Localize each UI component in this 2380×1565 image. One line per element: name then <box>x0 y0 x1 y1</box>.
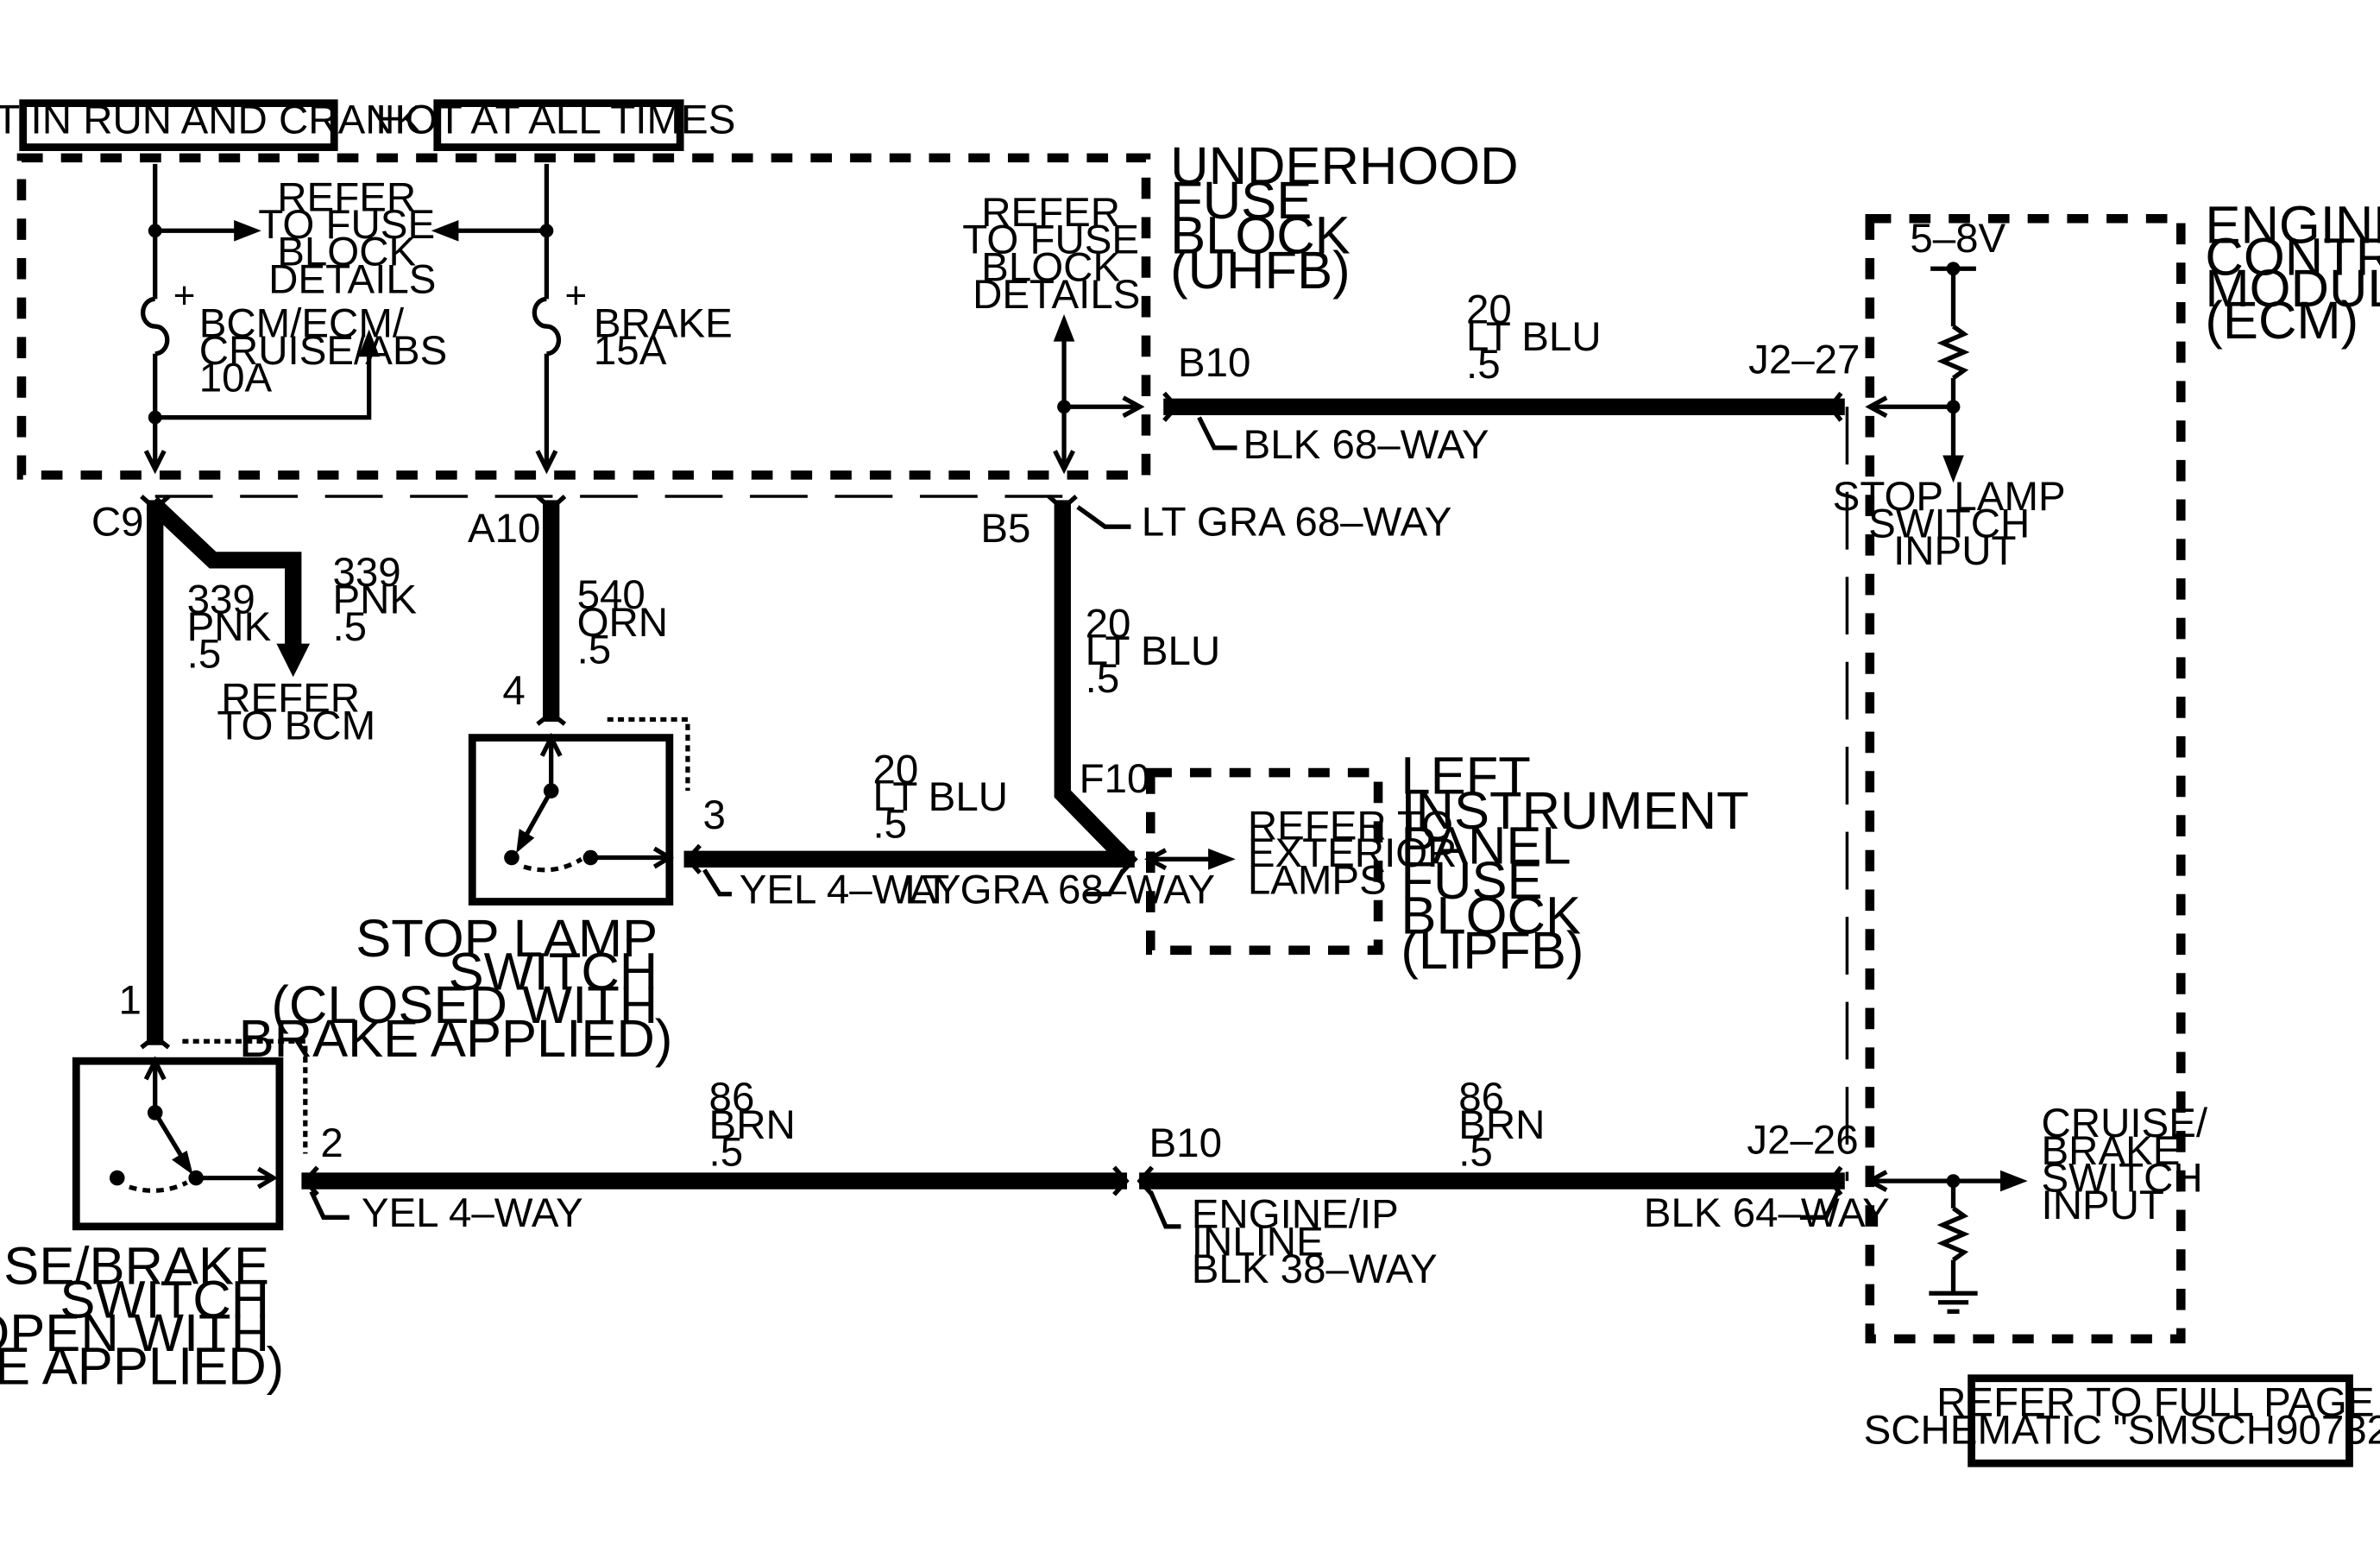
connector-icon <box>140 495 171 512</box>
arrow-left-icon <box>1865 395 1888 419</box>
resistor-icon <box>1936 1206 1970 1262</box>
cruise-input-label: CRUISE/ BRAKE SWITCH INPUT <box>2042 1101 2219 1228</box>
arrow-left-icon <box>431 219 459 242</box>
engine-ip-label: ENGINE/IP INLINE BLK 38–WAY <box>1192 1192 1438 1292</box>
svg-text:+: + <box>173 275 196 317</box>
ecm-internal-top <box>1865 262 1976 483</box>
arrow-right-icon <box>1122 395 1145 419</box>
schematic-reference-label: REFER TO FULL PAGE SCHEMATIC "SMSCH90732… <box>1864 1380 2380 1454</box>
wire-20-mid-label: 20 LT BLU .5 <box>872 747 1019 847</box>
fuse-circuit-left: + <box>141 163 380 475</box>
arrow-left-icon <box>1865 1170 1888 1192</box>
stop-lamp-switch-label: STOP LAMP SWITCH (CLOSED WITH BRAKE APPL… <box>239 909 673 1069</box>
hot-all-times-label: HOT AT ALL TIMES <box>376 98 736 143</box>
refer-fuse-left: REFER TO FUSE BLOCK DETAILS <box>258 174 446 302</box>
schematic-reference-box: REFER TO FULL PAGE SCHEMATIC "SMSCH90732… <box>1864 1374 2380 1467</box>
connector-icon <box>1112 1165 1130 1196</box>
arrow-down-icon <box>1053 450 1075 475</box>
connector-icon <box>536 495 567 512</box>
b10-bottom-label: B10 <box>1149 1120 1222 1166</box>
connector-icon <box>1827 1165 1843 1196</box>
connector-female-icon <box>1827 391 1843 422</box>
hot-run-crank-label: HOT IN RUN AND CRANK <box>0 98 423 143</box>
uhfb-box <box>16 153 1151 480</box>
yel4-top-label: YEL 4–WAY <box>740 867 961 912</box>
fuse-circuit-middle: + <box>431 163 588 475</box>
connector-icon <box>1047 495 1078 512</box>
blk64-label: BLK 64–WAY <box>1644 1190 1890 1236</box>
wire-339-label-a: 339 PNK .5 <box>187 577 283 677</box>
a10-label: A10 <box>468 506 540 552</box>
fuse-circuit-right <box>1053 314 1145 475</box>
fuse-bcm-label: BCM/ECM/ CRUISE/ABS 10A <box>199 300 459 401</box>
pin1-label: 1 <box>119 978 142 1024</box>
arrow-down-icon <box>143 450 167 475</box>
pin3-label: 3 <box>703 792 726 838</box>
lipfb-refer-label: REFER TO EXTERIOR LAMPS <box>1248 803 1469 903</box>
blk68-label: BLK 68–WAY <box>1244 422 1489 468</box>
c9-label: C9 <box>91 500 144 546</box>
arrow-right-icon <box>2000 1170 2028 1192</box>
arrow-down-icon <box>276 643 311 678</box>
ecm-title: ENGINE CONTROL MODULE (ECM) <box>2205 195 2380 350</box>
fuse-icon <box>532 296 562 357</box>
cruise-brake-switch-label: CRUISE/BRAKE SWITCH (OPEN WITH BRAKE APP… <box>0 1237 284 1397</box>
lipfb-title: LEFT INSTRUMENT PANEL FUSE BLOCK (LIPFB) <box>1401 747 1763 981</box>
refer-fuse-right: REFER TO FUSE BLOCK DETAILS <box>962 190 1150 318</box>
connector-icon <box>302 1165 319 1196</box>
hot-all-times-box: HOT AT ALL TIMES <box>376 98 736 151</box>
arrow-right-icon <box>234 219 261 242</box>
cruise-brake-switch <box>72 1038 308 1231</box>
uhfb-title: UNDERHOOD FUSE BLOCK (UHFB) <box>1170 136 1533 300</box>
voltage-label: 5–8V <box>1910 216 2005 262</box>
pin2-label: 2 <box>320 1120 343 1166</box>
wire-20-vert-label: 20 LT BLU .5 <box>1086 602 1232 702</box>
arrow-up-icon <box>1053 314 1075 342</box>
wire-20-ltblu-vertical <box>1054 500 1138 871</box>
wire-339-label-b: 339 PNK .5 <box>332 550 428 650</box>
ecm-box <box>1865 213 2186 1344</box>
b5-label: B5 <box>980 506 1030 552</box>
j2-27-label: J2–27 <box>1748 338 1860 383</box>
hot-run-crank-box: HOT IN RUN AND CRANK <box>0 98 423 151</box>
ltgra68-top-label: LT GRA 68–WAY <box>1142 500 1452 546</box>
wire-86-left-label: 86 BRN .5 <box>709 1075 807 1175</box>
connector-icon <box>536 710 567 726</box>
fuse-icon <box>141 296 170 357</box>
connector-icon <box>140 1033 171 1050</box>
arrow-down-icon <box>535 450 558 475</box>
arrow-right-icon <box>1208 848 1236 870</box>
connector-icon <box>1119 843 1137 874</box>
arrow-up-icon <box>358 329 380 357</box>
ecm-internal-bottom <box>1865 1170 2028 1314</box>
lipfb-internal <box>1144 848 1236 871</box>
ltgra68-bottom-label: LT GRA 68–WAY <box>904 867 1215 912</box>
refer-bcm-label: REFER TO BCM <box>217 676 375 749</box>
connector-icon <box>1136 1165 1155 1196</box>
svg-text:+: + <box>565 275 588 317</box>
wire-86-right-label: 86 BRN .5 <box>1458 1075 1556 1175</box>
pin4-label: 4 <box>502 668 525 714</box>
connector-male-icon <box>1162 391 1180 422</box>
wire-540-label: 540 ORN .5 <box>577 572 680 672</box>
stop-lamp-switch <box>468 716 690 906</box>
resistor-icon <box>1936 324 1970 381</box>
stop-lamp-input-label: STOP LAMP SWITCH INPUT <box>1833 474 2077 574</box>
arrow-down-icon <box>1942 455 1964 483</box>
connector-icon <box>684 843 702 874</box>
wire-339-pnk-branch <box>146 496 302 655</box>
yel4-bottom-label: YEL 4–WAY <box>362 1190 583 1236</box>
j2-26-label: J2–26 <box>1747 1117 1858 1163</box>
f10-label: F10 <box>1080 756 1150 802</box>
b10-top-label: B10 <box>1178 340 1250 386</box>
fuse-brake-label: BRAKE 15A <box>594 300 744 374</box>
wire-20-top-label: 20 LT BLU .5 <box>1466 287 1613 388</box>
